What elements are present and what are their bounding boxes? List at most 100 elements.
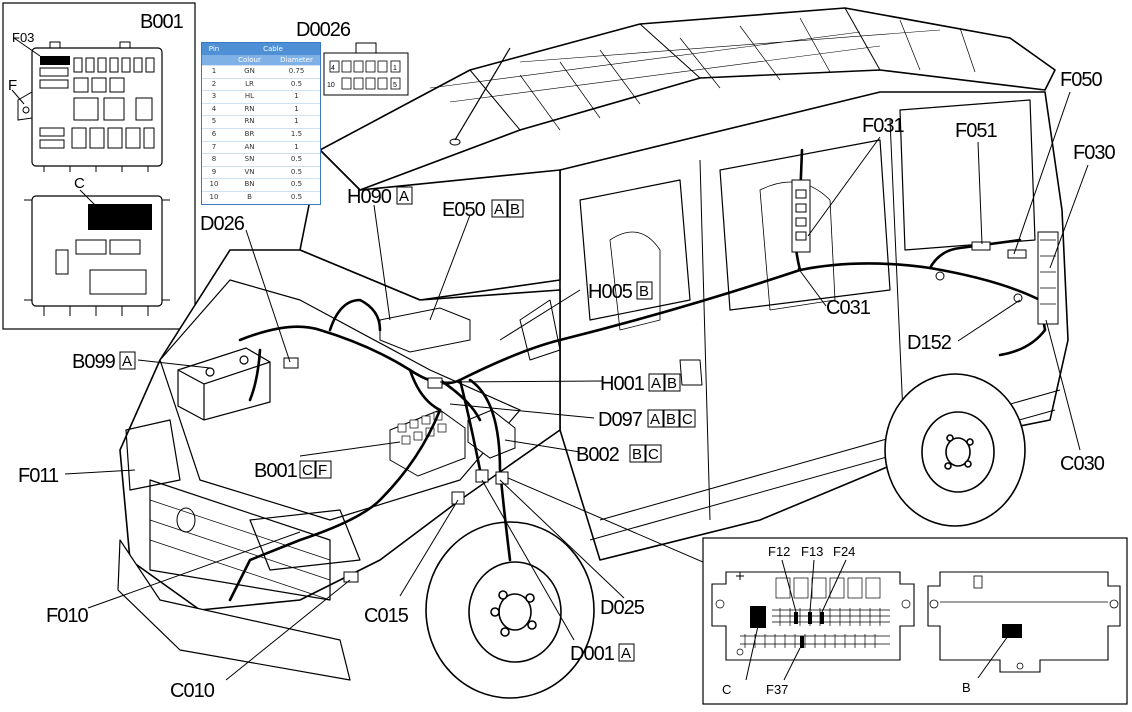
callout-b001cf-box-f: F [318,462,327,479]
rear-pillar-lines [1040,239,1056,305]
callout-f031: F031 [862,115,904,137]
d0026-connector [323,42,409,96]
callout-b099: B099 [72,351,116,373]
callout-d097-box-a: A [650,411,660,428]
b001-f-label: F [8,77,17,94]
cable-header: Cable [263,45,283,53]
table-row: 10 BN 0.5 [202,178,320,191]
colour-cell: LR [245,79,254,88]
pin-cell: 3 [211,92,217,101]
b001-inset [2,2,196,330]
diameter-cell: 1.5 [290,129,303,138]
pin-cell: 9 [211,167,217,176]
callout-h005: H005 [588,281,633,303]
wheels [425,373,1026,699]
pin-header: Pin [208,45,220,53]
table-row: 1 GN 0.75 [202,65,320,78]
pin-cell: 10 [209,180,219,189]
leader-lines [64,91,1089,681]
fusebox-f13-label: F13 [801,544,823,559]
callout-d097: D097 [598,409,643,431]
callout-b002: B002 [576,444,620,466]
diameter-cell: 0.5 [290,192,303,201]
callout-d025: D025 [600,597,645,619]
callout-d001-box: A [621,645,631,662]
pin-subheader-blank [202,55,226,65]
fusebox-f24-label: F24 [833,544,855,559]
fusebox-c-label: C [722,682,731,697]
d0026-title: D0026 [296,19,351,41]
pin-table-subheader: Colour Diameter [202,55,320,65]
callout-d001: D001 [570,643,615,665]
fusebox-b-label: B [962,680,971,695]
pin-label-4: 4 [331,65,335,72]
colour-cell: HL [244,92,255,101]
pin-label-5: 5 [393,82,397,89]
callout-h090-box: A [399,188,409,205]
callout-f010: F010 [46,605,88,627]
colour-header: Colour [238,56,261,64]
pin-cell: 7 [211,142,217,151]
callout-h001: H001 [600,373,645,395]
callout-h090: H090 [347,186,392,208]
diameter-cell: 0.5 [290,79,303,88]
rear-pillar-connector [1037,231,1059,325]
pin-cell: 5 [211,117,217,126]
battery [177,347,271,421]
callout-f051: F051 [955,120,997,142]
callout-h001-box-a: A [651,375,661,392]
pin-cell: 1 [211,67,217,75]
pin-table-header: Pin Cable [202,43,320,55]
pillar-connector [791,179,811,253]
callout-f011: F011 [18,465,59,487]
callout-e050: E050 [442,199,486,221]
colour-cell: BR [244,129,255,138]
callout-c030: C030 [1060,453,1105,475]
callout-d026: D026 [200,213,245,235]
b001-title: B001 [140,11,184,33]
diameter-cell: 1 [294,142,299,151]
callout-b099-box: A [122,353,132,370]
diameter-cell: 0.75 [288,67,305,75]
fusebox-inset [702,537,1128,705]
callout-b002-box-c: C [648,446,659,463]
callout-d097-box-b: B [666,411,676,428]
colour-cell: GN [244,67,255,75]
callout-e050-box-a: A [494,201,504,218]
fusebox-f12-label: F12 [768,544,790,559]
callout-e050-box-b: B [510,201,520,218]
colour-cell: RN [244,104,255,113]
small-connectors [283,241,1027,583]
diameter-cell: 0.5 [290,167,303,176]
pin-cell: 10 [209,192,219,201]
table-row: 9 VN 0.5 [202,165,320,179]
colour-cell: BN [244,180,255,189]
diameter-cell: 1 [294,104,299,113]
diameter-cell: 0.5 [290,180,303,189]
diameter-header: Diameter [280,56,313,64]
callout-c015: C015 [364,605,409,627]
callout-f050: F050 [1060,69,1102,91]
diameter-cell: 1 [294,117,299,126]
fusebox-f37-label: F37 [766,682,788,697]
callout-d152: D152 [907,332,952,354]
callout-b002-box-b: B [632,446,642,463]
pin-label-1: 1 [393,65,397,72]
pin-cell: 6 [211,129,217,138]
callout-b001cf-box-c: C [302,462,313,479]
diameter-cell: 0.5 [290,155,303,164]
dashboard-module [379,307,471,353]
callout-h001-box-b: B [667,375,677,392]
table-row: 6 BR 1.5 [202,127,320,141]
colour-cell: VN [244,167,255,176]
